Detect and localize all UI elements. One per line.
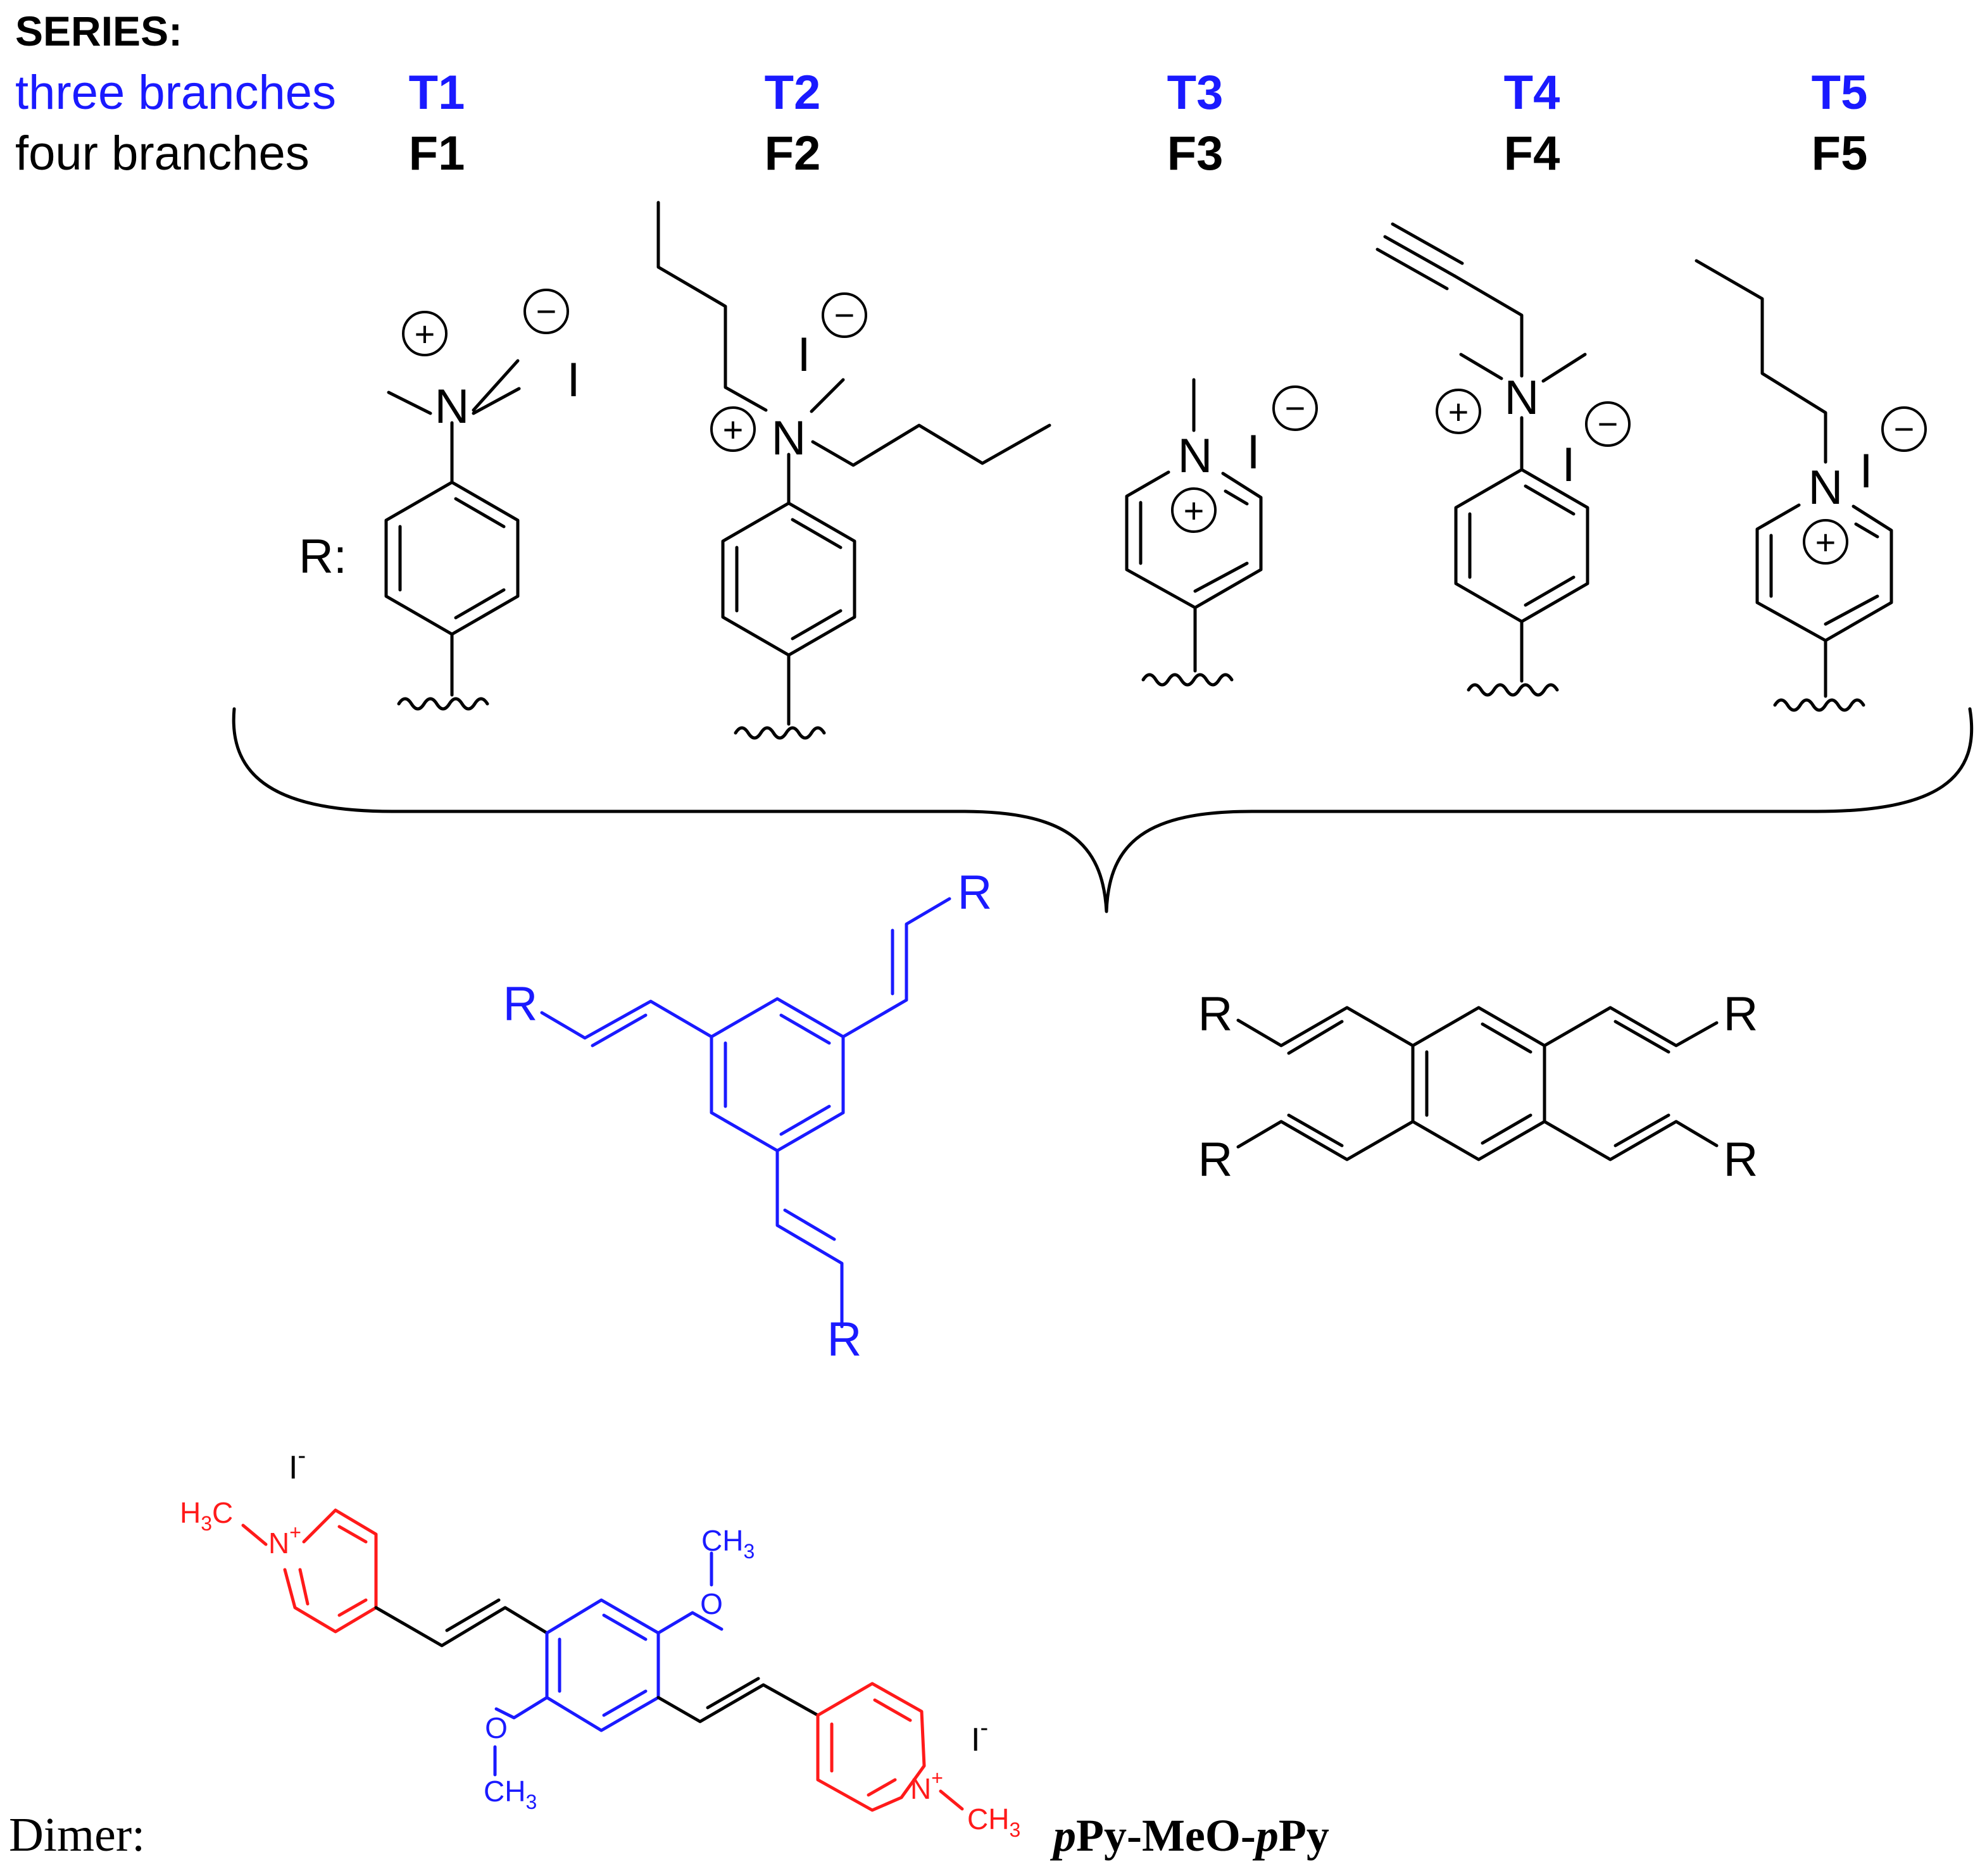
r-substituent: R [958, 866, 993, 920]
minus-charge-icon: − [1894, 409, 1915, 449]
series-title: SERIES: [15, 8, 182, 54]
series-t1-label: T1 [409, 66, 465, 120]
minus-charge-icon: − [834, 295, 855, 335]
series-t5-label: T5 [1812, 66, 1868, 120]
brace [232, 707, 1974, 913]
minus-charge-icon: − [536, 291, 557, 331]
plus-charge-icon: + [723, 410, 744, 449]
dimer-structure: I- H3C N+ CH3 O O CH3 N+ CH3 I- [180, 1442, 1020, 1841]
iodide-counterion: I- [971, 1715, 988, 1758]
oxygen-atom: O [700, 1587, 723, 1620]
series-f4-label: F4 [1504, 127, 1560, 180]
methyl-label: H3C [180, 1496, 233, 1535]
methyl-label: CH3 [967, 1803, 1020, 1841]
r-substituent: R [1198, 987, 1233, 1041]
iodide-atom: I [797, 328, 810, 382]
plus-charge-icon: + [1448, 392, 1469, 432]
dimer-name: pPy-MeO-pPy [1050, 1810, 1329, 1861]
minus-charge-icon: − [1598, 404, 1619, 444]
r-substituent: R [503, 977, 538, 1031]
plus-charge-icon: + [1184, 491, 1205, 530]
r-colon-label: R: [299, 530, 347, 584]
iodide-atom: I [1562, 438, 1575, 492]
r-substituent: R [1724, 987, 1758, 1041]
iodide-counterion: I- [289, 1442, 306, 1486]
three-branch-core: R R R [503, 866, 993, 1366]
three-branches-label: three branches [15, 66, 336, 120]
four-branches-label: four branches [15, 127, 310, 180]
series-t4-label: T4 [1504, 66, 1560, 120]
n-atom: N+ [268, 1521, 301, 1560]
dimer-label: Dimer: [9, 1808, 145, 1861]
series-t3-label: T3 [1167, 66, 1224, 120]
four-branch-core: R R R R [1198, 987, 1758, 1187]
minus-charge-icon: − [1285, 388, 1306, 428]
series-f3-label: F3 [1167, 127, 1224, 180]
n-atom: N [772, 411, 806, 465]
plus-charge-icon: + [415, 314, 435, 354]
methyl-label: CH3 [701, 1524, 755, 1563]
r-substituent: R [827, 1313, 862, 1366]
n-atom: N [435, 380, 470, 434]
r-group-4: N + − I [1375, 222, 1631, 697]
series-f2-label: F2 [765, 127, 821, 180]
oxygen-atom: O [485, 1711, 508, 1744]
iodide-atom: I [1859, 444, 1872, 498]
series-f1-label: F1 [409, 127, 465, 180]
methyl-label: CH3 [484, 1775, 537, 1813]
r-group-5: N + − I [1695, 259, 1927, 712]
n-atom: N [1808, 461, 1843, 515]
r-substituent: R [1198, 1133, 1233, 1187]
r-group-3: N + − I [1125, 378, 1318, 687]
r-group-2: N + − I [656, 201, 1051, 740]
plus-charge-icon: + [1815, 522, 1836, 562]
iodide-atom: I [1246, 425, 1260, 479]
iodide-atom: I [567, 353, 580, 407]
series-f5-label: F5 [1812, 127, 1868, 180]
series-t2-label: T2 [765, 66, 821, 120]
n-atom: N+ [910, 1767, 943, 1805]
r-substituent: R [1724, 1133, 1758, 1187]
n-atom: N [1178, 429, 1213, 483]
n-atom: N [1505, 371, 1539, 425]
r-group-1: R: N + − I [299, 289, 580, 711]
